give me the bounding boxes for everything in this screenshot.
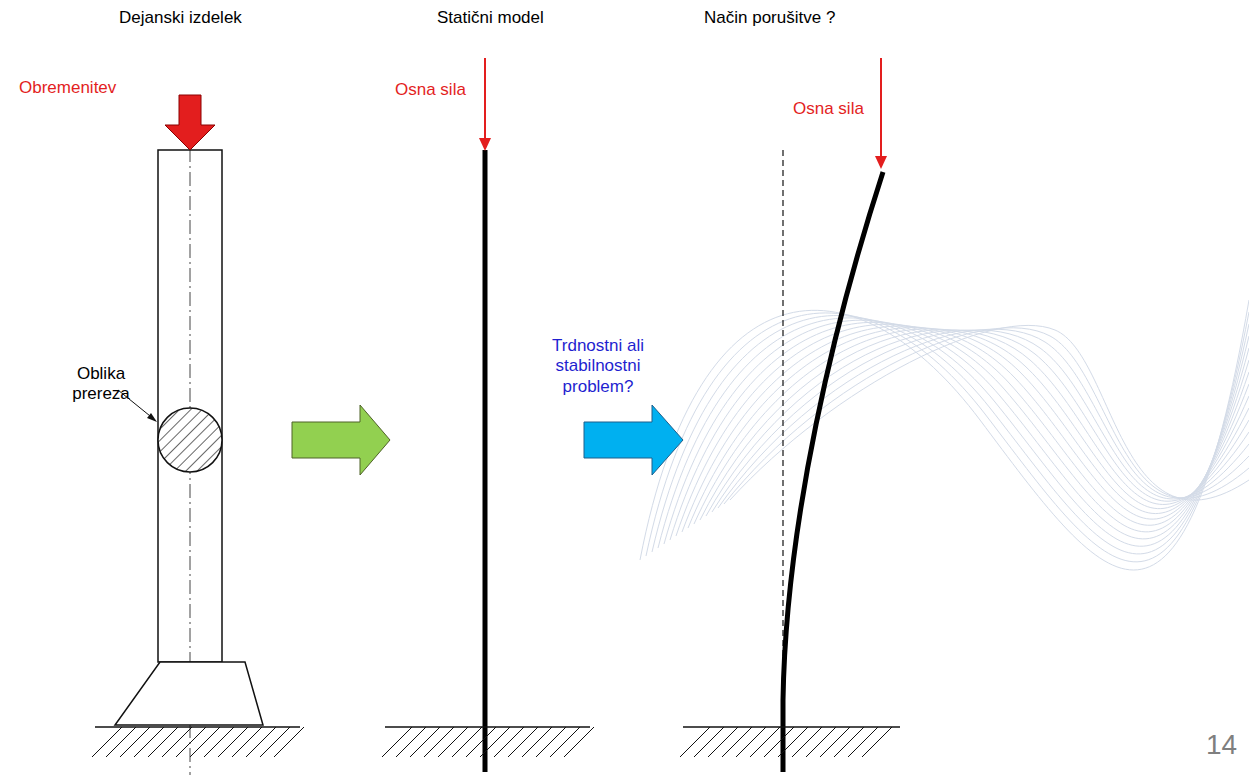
hatch-stroke (204, 727, 234, 757)
hatch-stroke (424, 727, 454, 757)
background-curve (676, 324, 1249, 536)
axial-force-head (875, 156, 887, 169)
hatch-stroke (564, 727, 594, 757)
question-label: Trdnostni ali stabilnostni problem? (543, 336, 653, 397)
ground-hatch (92, 727, 304, 757)
background-curves (640, 300, 1249, 570)
ground-line (683, 726, 900, 728)
column-base (115, 662, 263, 725)
beam-model (483, 150, 488, 772)
ground-hatch (382, 727, 594, 757)
hatch-stroke (820, 727, 850, 757)
hatch-stroke (246, 727, 276, 757)
ground-hatch (680, 727, 892, 757)
hatch-stroke (232, 727, 262, 757)
hatch-stroke (190, 727, 220, 757)
background-curve (682, 326, 1249, 532)
force-label: Osna sila (793, 99, 864, 119)
background-curve (724, 328, 1249, 504)
hatch-stroke (148, 727, 178, 757)
background-curve (712, 330, 1249, 512)
column (158, 150, 222, 662)
background-curve (706, 330, 1249, 516)
hatch-stroke (106, 727, 136, 757)
hatch-stroke (480, 727, 510, 757)
background-curve (688, 328, 1249, 528)
column-heading: Statični model (437, 8, 544, 28)
axial-force-arrow (880, 58, 882, 158)
load-label: Obremenitev (19, 78, 116, 98)
hatch-stroke (694, 727, 724, 757)
hatch-stroke (522, 727, 552, 757)
hatch-stroke (806, 727, 836, 757)
hatch-stroke (494, 727, 524, 757)
hatch-stroke (176, 727, 206, 757)
hatch-stroke (452, 727, 482, 757)
background-curve (670, 322, 1249, 540)
hatch-stroke (382, 727, 412, 757)
hatch-stroke (218, 727, 248, 757)
hatch-stroke (792, 727, 822, 757)
hatch-stroke (536, 727, 566, 757)
hatch-stroke (134, 727, 164, 757)
hatch-stroke (508, 727, 538, 757)
ground-line (385, 726, 590, 728)
hatch-stroke (708, 727, 738, 757)
hatch-stroke (862, 727, 892, 757)
axial-force-head (479, 138, 491, 151)
blue-arrow (584, 405, 683, 475)
cross-section-outline (158, 408, 222, 472)
hatch-stroke (438, 727, 468, 757)
hatch-stroke (274, 727, 304, 757)
hatch-stroke (92, 727, 122, 757)
axial-force-arrow (484, 58, 486, 140)
leader-arrowhead (147, 413, 157, 422)
background-curve (640, 300, 1249, 570)
hatch-stroke (410, 727, 440, 757)
background-curve (658, 318, 1249, 548)
page-number: 14 (1206, 728, 1237, 762)
hatch-stroke (396, 727, 426, 757)
hatch-stroke (162, 727, 192, 757)
background-curve (718, 329, 1249, 508)
hatch-stroke (834, 727, 864, 757)
background-curve (646, 312, 1249, 562)
background-curve (664, 320, 1249, 544)
load-arrow (165, 95, 215, 150)
hatch-stroke (680, 727, 710, 757)
background-curve (652, 315, 1249, 553)
callout-label: Oblika prereza (61, 364, 141, 405)
hatch-stroke (550, 727, 580, 757)
buckled-beam (783, 172, 883, 772)
ground-line (95, 726, 300, 728)
hatch-stroke (260, 727, 290, 757)
hatch-stroke (778, 727, 808, 757)
hatch-stroke (722, 727, 752, 757)
hatch-stroke (120, 727, 150, 757)
cross-section-hatch (150, 400, 230, 480)
hatch-stroke (736, 727, 766, 757)
column-heading: Način porušitve ? (704, 8, 835, 28)
hatch-stroke (764, 727, 794, 757)
column-heading: Dejanski izdelek (119, 8, 242, 28)
force-label: Osna sila (395, 80, 466, 100)
background-curve (694, 329, 1249, 524)
background-curve (700, 330, 1249, 520)
hatch-stroke (750, 727, 780, 757)
green-arrow (292, 405, 390, 475)
hatch-stroke (466, 727, 496, 757)
hatch-stroke (848, 727, 878, 757)
